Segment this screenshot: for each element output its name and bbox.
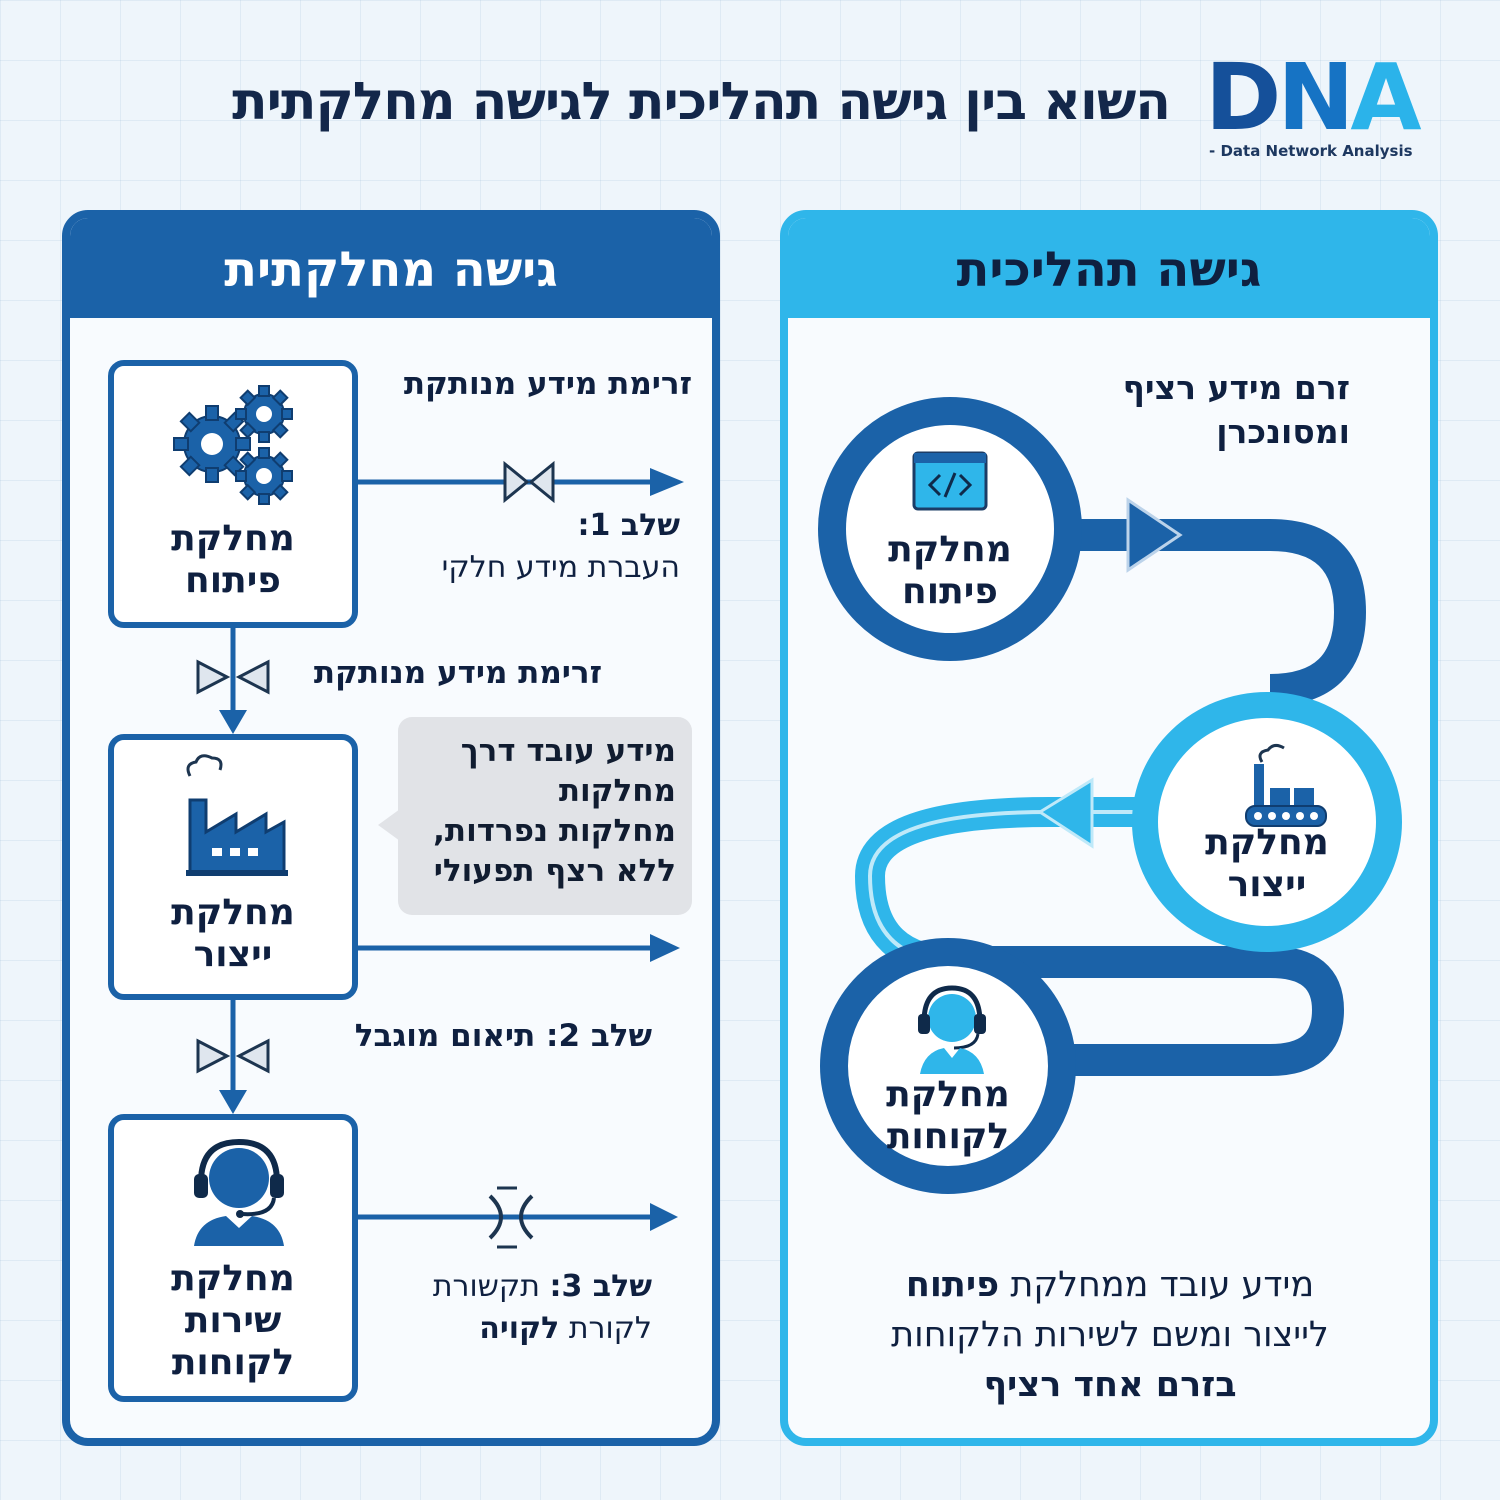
disconnect-icon [503, 460, 555, 504]
circle-production: מחלקת ייצור [1132, 692, 1402, 952]
factory-icon [1245, 743, 1327, 827]
headset-agent-icon [194, 1138, 284, 1246]
headset-agent-icon [918, 985, 986, 1074]
circle-label: מחלקת ייצור [1205, 822, 1329, 905]
callout-bubble: מידע עובד דרך מחלקות מחלקות נפרדות, ללא … [378, 717, 692, 915]
step3-text: שלב 3: תקשורת לקורת לקויה [432, 1269, 652, 1346]
circle-label: מחלקת פיתוח [888, 529, 1012, 612]
vertical-connector-1 [196, 628, 270, 734]
dept-box-customer-service: מחלקת שירות לקוחות [108, 1114, 358, 1402]
flow-arrow-left [1037, 777, 1094, 849]
factory-icon [186, 754, 288, 876]
arrow-step3 [358, 1186, 678, 1249]
step1-text: שלב 1: העברת מידע חלקי [441, 508, 680, 585]
flow-label-top: זרימת מידע מנותקת [403, 366, 692, 402]
step2-text: שלב 2: תיאום מוגבל [354, 1018, 652, 1054]
gears-icon [173, 385, 293, 505]
process-panel-header: גישה תהליכית [788, 218, 1430, 318]
process-flow-note: זרם מידע רציף ומסונכרן [1122, 368, 1350, 451]
code-window-icon [912, 451, 988, 511]
circle-development: מחלקת פיתוח [818, 397, 1082, 661]
page-title: השוא בין גישה תהליכית לגישה מחלקתית [232, 72, 1171, 132]
process-summary: מידע עובד ממחלקת פיתוח לייצור ומשם לשירו… [891, 1265, 1329, 1405]
dept-box-label: מחלקת ייצור [171, 892, 295, 975]
broken-link-icon [488, 1186, 534, 1249]
dept-box-label: מחלקת שירות לקוחות [171, 1258, 295, 1383]
dept-box-development: מחלקת פיתוח [108, 360, 358, 628]
flow-arrow-right [1126, 497, 1183, 573]
logo-subtitle: - Data Network Analysis [1209, 142, 1413, 160]
departmental-panel-header: גישה מחלקתית [70, 218, 712, 318]
circle-label: מחלקת לקוחות [886, 1074, 1010, 1157]
arrow-step1 [358, 460, 684, 504]
flow-label-mid: זרימת מידע מנותקת [313, 655, 602, 691]
dept-box-label: מחלקת פיתוח [171, 518, 295, 601]
circle-customers: מחלקת לקוחות [820, 938, 1076, 1194]
dna-logo: DNA - Data Network Analysis [1205, 44, 1422, 161]
vertical-connector-2 [196, 1000, 270, 1114]
arrow-step2 [358, 934, 680, 962]
dept-box-production: מחלקת ייצור [108, 734, 358, 1000]
